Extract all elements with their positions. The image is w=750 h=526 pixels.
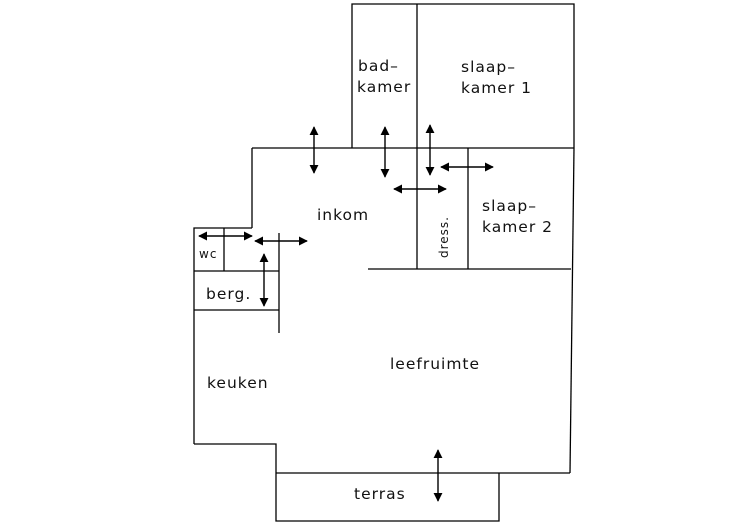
label-inkom: inkom xyxy=(317,206,369,224)
label-slaapkamer2-line2: kamer 2 xyxy=(482,218,553,236)
wall-wc-block xyxy=(193,227,252,444)
room-labels: bad– kamer slaap– kamer 1 inkom dress. s… xyxy=(199,57,553,503)
wall-top-wing xyxy=(351,3,575,148)
walls xyxy=(193,3,575,522)
label-keuken: keuken xyxy=(207,374,269,392)
label-badkamer-line2: kamer xyxy=(357,78,411,96)
label-berging: berg. xyxy=(206,285,251,303)
label-wc: wc xyxy=(199,247,217,261)
label-slaapkamer1-line2: kamer 1 xyxy=(461,79,532,97)
label-dressing: dress. xyxy=(437,216,451,258)
label-terras: terras xyxy=(354,485,406,503)
wall-kitchen-bottom xyxy=(194,443,500,522)
label-badkamer-line1: bad– xyxy=(358,57,399,75)
label-slaapkamer2-line1: slaap– xyxy=(482,197,537,215)
wall-right-outer xyxy=(569,147,575,474)
label-slaapkamer1-line1: slaap– xyxy=(461,58,516,76)
label-leefruimte: leefruimte xyxy=(390,355,480,373)
door-arrows xyxy=(198,124,494,502)
